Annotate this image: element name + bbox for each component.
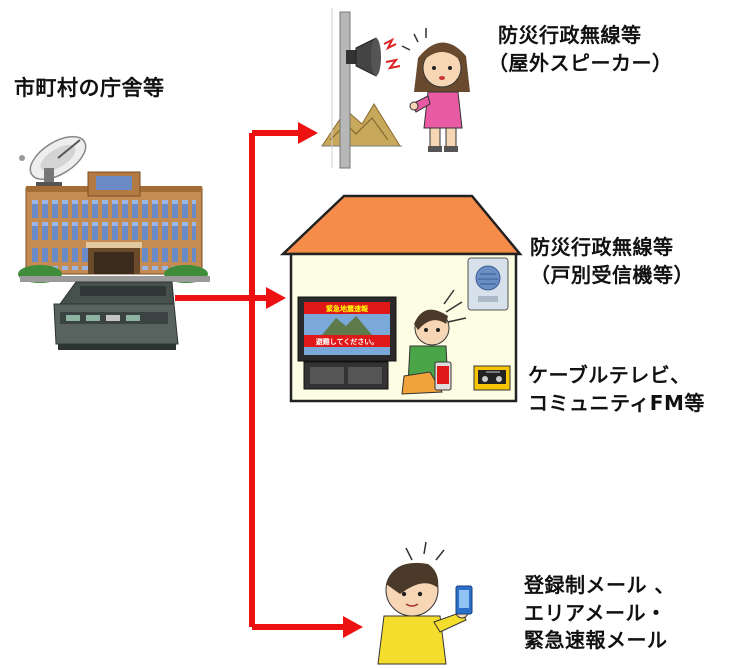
tv-alert-title: 緊急地震速報 — [326, 304, 369, 313]
source-label: 市町村の庁舎等 — [14, 76, 165, 100]
label-line: 緊急速報メール — [524, 628, 668, 653]
smartphone-icon — [455, 585, 473, 615]
distribution-arrows — [175, 122, 363, 638]
arrow-head-outdoor — [298, 122, 318, 144]
label-line: エリアメール・ — [524, 600, 667, 625]
satellite-dish-icon — [19, 135, 87, 187]
radio-icon — [473, 365, 511, 391]
household-receiver-label: 防災行政無線等 （戸別受信機等） — [530, 234, 694, 289]
outdoor-speaker-label: 防災行政無線等 （屋外スピーカー） — [488, 22, 673, 77]
label-line: ケーブルテレビ、 — [528, 363, 691, 387]
label-line: コミュニティFM等 — [528, 390, 705, 415]
television-icon: 緊急地震速報 避難してください。 — [297, 296, 397, 390]
household-receiver-icon — [467, 257, 509, 311]
label-line: 防災行政無線等 — [498, 23, 642, 47]
label-line: （戸別受信機等） — [530, 262, 694, 287]
label-line: （屋外スピーカー） — [488, 50, 673, 75]
label-line: 登録制メール 、 — [524, 573, 675, 597]
arrow-head-mobile — [343, 616, 363, 638]
loudspeaker-icon — [346, 37, 401, 77]
house-roof — [279, 194, 523, 256]
house-icon: 緊急地震速報 避難してください。 — [279, 194, 523, 403]
tv-alert-message: 避難してください。 — [315, 337, 379, 346]
cable-tv-label: ケーブルテレビ、 コミュニティFM等 — [528, 362, 705, 417]
arrow-head-house — [266, 287, 286, 309]
outdoor-speaker-scene — [321, 8, 470, 169]
city-hall-icon — [18, 135, 210, 283]
smartphone-icon — [434, 361, 452, 391]
girl-listening-icon — [401, 28, 470, 152]
mail-label: 登録制メール 、 エリアメール・ 緊急速報メール — [524, 572, 675, 655]
person-with-phone-icon — [377, 541, 469, 665]
label-line: 防災行政無線等 — [530, 235, 674, 259]
control-console-icon — [53, 281, 179, 350]
